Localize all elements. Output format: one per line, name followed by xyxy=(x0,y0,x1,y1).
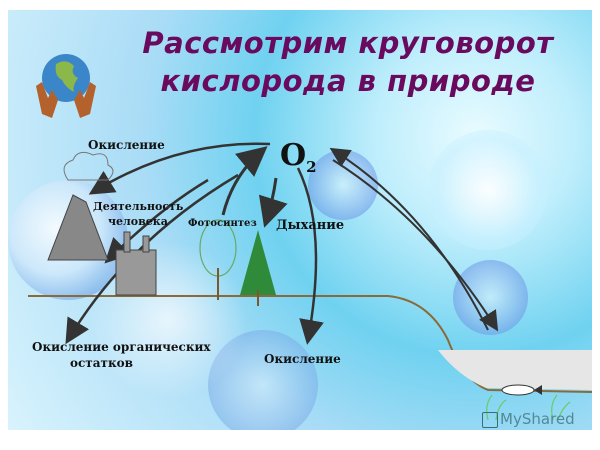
spruce-tree-illustration xyxy=(240,230,276,306)
label-oxidation-top: Окисление xyxy=(88,138,165,152)
slide-background: Рассмотрим круговорот кислорода в природ… xyxy=(8,10,592,430)
seaweed-illustration xyxy=(486,394,571,421)
arrow-organic-oxidation xyxy=(65,173,239,345)
fish-illustration xyxy=(501,384,542,396)
label-organic-oxidation-1: Окисление органических xyxy=(32,340,211,354)
label-photosynthesis: Фотосинтез xyxy=(188,218,257,229)
arrow-water-release xyxy=(329,147,489,331)
arrow-photosynthesis xyxy=(221,146,268,216)
deciduous-tree-illustration xyxy=(199,219,237,300)
water-body xyxy=(420,350,592,390)
label-respiration: Дыхание xyxy=(276,218,345,233)
title-line-1: Рассмотрим круговорот xyxy=(142,26,554,60)
bubble-decoration xyxy=(428,130,548,250)
label-organic-oxidation-2: остатков xyxy=(70,356,133,370)
label-human-activity-1: Деятельность xyxy=(93,200,184,213)
page-title: Рассмотрим круговорот кислорода в природ… xyxy=(108,24,588,100)
arrow-oxidation-bottom xyxy=(296,167,324,345)
label-human-activity-2: человека xyxy=(108,215,168,228)
arrow-human-activity xyxy=(104,178,209,264)
watermark-icon xyxy=(482,412,498,428)
volcano-illustration xyxy=(47,194,109,261)
factory-illustration xyxy=(115,231,157,296)
globe-in-hands-logo xyxy=(26,46,106,126)
title-line-2: кислорода в природе xyxy=(160,64,536,98)
arrow-water-uptake xyxy=(332,159,499,332)
arrow-respiration xyxy=(258,177,288,228)
label-oxidation-bottom: Окисление xyxy=(264,352,341,366)
bubble-decoration xyxy=(88,240,248,400)
oxygen-symbol: O2 xyxy=(280,138,317,176)
arrow-oxidation-volcano xyxy=(88,142,271,195)
watermark: MyShared xyxy=(500,410,575,428)
oxygen-cycle-diagram xyxy=(28,142,592,421)
smoke-cloud xyxy=(63,151,114,181)
